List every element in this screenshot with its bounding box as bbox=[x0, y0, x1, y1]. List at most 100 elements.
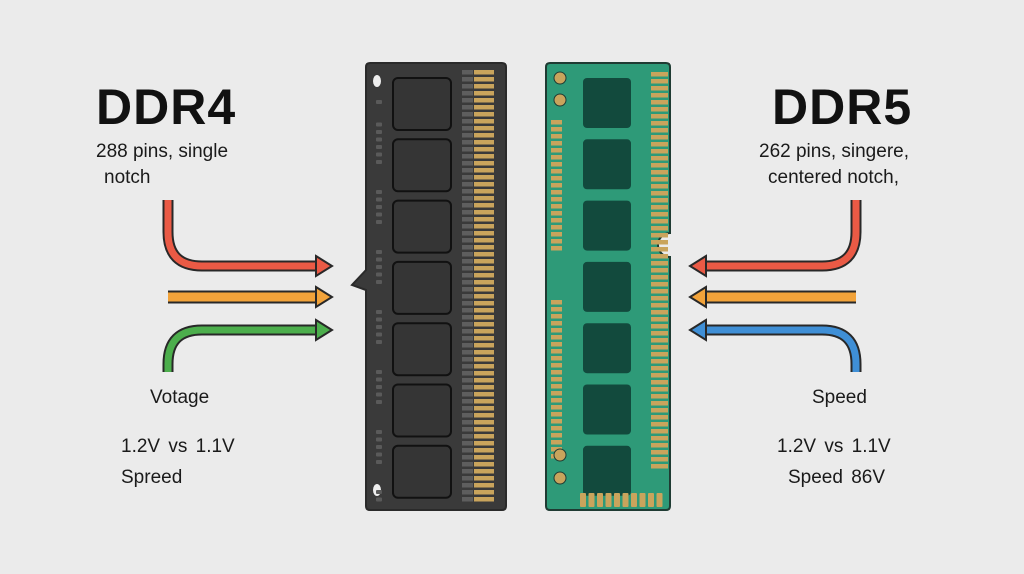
ddr4-module bbox=[350, 62, 507, 511]
gold-pin bbox=[474, 448, 494, 453]
memory-chip bbox=[583, 139, 631, 190]
memory-chip bbox=[583, 200, 631, 251]
gold-pin bbox=[474, 182, 494, 187]
green-arrow-icon bbox=[162, 324, 318, 372]
gold-pin bbox=[474, 497, 494, 502]
gold-pin bbox=[651, 429, 668, 434]
side-pin bbox=[551, 447, 562, 452]
gold-pin bbox=[474, 175, 494, 180]
smd-component bbox=[376, 265, 382, 269]
edge-pad bbox=[597, 493, 603, 507]
pin-trace bbox=[462, 371, 473, 376]
smd-component bbox=[376, 392, 382, 397]
gold-pin bbox=[651, 163, 668, 168]
pin-trace bbox=[462, 133, 473, 138]
gold-pin bbox=[474, 343, 494, 348]
smd-component bbox=[376, 145, 382, 149]
gold-pin bbox=[474, 385, 494, 390]
pin-trace bbox=[462, 364, 473, 369]
gold-pin bbox=[651, 198, 668, 203]
mounting-hole-icon bbox=[553, 71, 567, 85]
gold-pin bbox=[651, 247, 668, 252]
smd-component bbox=[376, 212, 382, 217]
edge-pad bbox=[580, 493, 586, 507]
gold-pin bbox=[474, 399, 494, 404]
gold-pin bbox=[474, 133, 494, 138]
pin-trace bbox=[462, 385, 473, 390]
side-pin bbox=[551, 218, 562, 223]
pin-trace bbox=[462, 91, 473, 96]
gold-pin bbox=[474, 469, 494, 474]
pin-trace bbox=[462, 175, 473, 180]
gold-pin bbox=[474, 371, 494, 376]
pin-trace bbox=[462, 490, 473, 495]
gold-pin bbox=[474, 203, 494, 208]
red-arrow-icon bbox=[162, 200, 318, 272]
edge-pad bbox=[588, 493, 595, 507]
edge-pad bbox=[639, 493, 646, 507]
side-pin bbox=[551, 433, 562, 438]
smd-component bbox=[376, 272, 382, 277]
smd-component bbox=[376, 430, 382, 434]
pin-trace bbox=[462, 252, 473, 257]
gold-pin bbox=[651, 450, 668, 455]
pin-trace bbox=[462, 238, 473, 243]
smd-component bbox=[376, 152, 382, 157]
memory-chip bbox=[392, 138, 452, 193]
pin-trace bbox=[462, 420, 473, 425]
smd-component bbox=[376, 400, 382, 404]
smd-component bbox=[376, 160, 382, 164]
memory-chip bbox=[392, 322, 452, 377]
memory-chip bbox=[392, 199, 452, 254]
gold-pin bbox=[474, 252, 494, 257]
pin-trace bbox=[462, 210, 473, 215]
gold-pin bbox=[474, 378, 494, 383]
smd-component bbox=[376, 250, 382, 254]
gold-pin bbox=[474, 427, 494, 432]
gold-pin bbox=[474, 392, 494, 397]
gold-pin bbox=[651, 352, 668, 357]
smd-component bbox=[376, 377, 382, 382]
ddr4-description-line1: 288 pins, single bbox=[96, 141, 229, 162]
gold-pin bbox=[651, 289, 668, 294]
gold-pin bbox=[651, 464, 668, 469]
pin-trace bbox=[462, 476, 473, 481]
pin-trace bbox=[462, 357, 473, 362]
ddr5-stat-line2: Speed 86V bbox=[788, 467, 886, 488]
memory-chip bbox=[392, 260, 452, 315]
gold-pin bbox=[474, 315, 494, 320]
pin-trace bbox=[462, 231, 473, 236]
gold-pin bbox=[474, 105, 494, 110]
edge-pad bbox=[614, 493, 620, 507]
gold-pin bbox=[651, 415, 668, 420]
gold-pin bbox=[651, 324, 668, 329]
gold-pin bbox=[651, 282, 668, 287]
pin-trace bbox=[462, 448, 473, 453]
edge-pad bbox=[631, 493, 637, 507]
blue-arrow-icon bbox=[704, 324, 862, 372]
gold-pin bbox=[651, 100, 668, 105]
gold-pin bbox=[651, 401, 668, 406]
side-pin bbox=[551, 307, 562, 312]
gold-pin bbox=[651, 128, 668, 133]
gold-pin bbox=[474, 196, 494, 201]
pin-trace bbox=[462, 287, 473, 292]
gold-pin bbox=[651, 205, 668, 210]
gold-pin bbox=[651, 156, 668, 161]
side-pin bbox=[551, 162, 562, 167]
pin-trace bbox=[462, 455, 473, 460]
gold-pin bbox=[651, 345, 668, 350]
gold-pin bbox=[651, 387, 668, 392]
smd-component bbox=[376, 257, 382, 262]
gold-pin bbox=[651, 72, 668, 77]
side-pin bbox=[551, 419, 562, 424]
gold-pin bbox=[651, 268, 668, 273]
smd-component bbox=[376, 332, 382, 337]
pin-trace bbox=[462, 315, 473, 320]
pin-trace bbox=[462, 98, 473, 103]
smd-component bbox=[376, 317, 382, 322]
pin-trace bbox=[462, 462, 473, 467]
pin-trace bbox=[462, 140, 473, 145]
pin-trace bbox=[462, 273, 473, 278]
pin-trace bbox=[462, 168, 473, 173]
